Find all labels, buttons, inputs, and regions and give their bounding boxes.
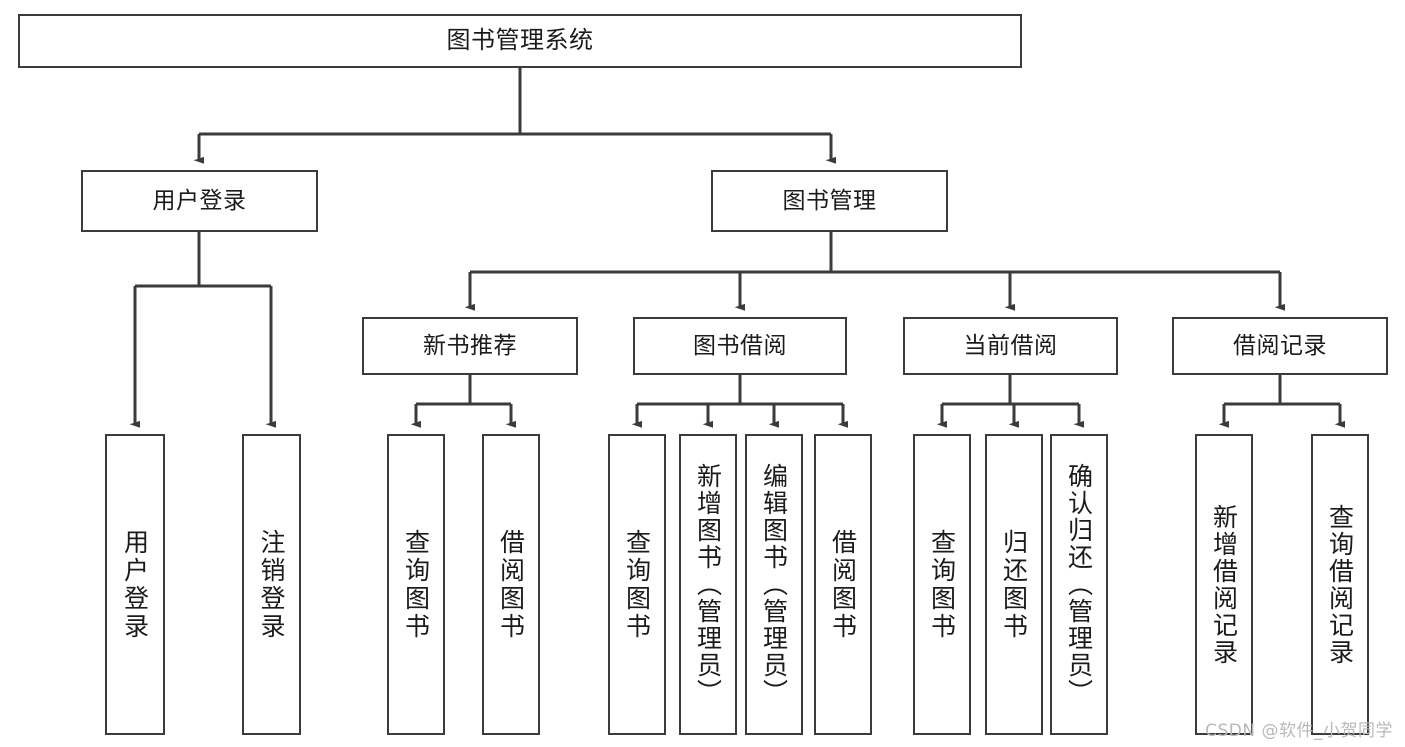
node-leaf-query-book-3[interactable]: 查询图书 [913, 434, 971, 735]
node-label: 编辑图书（管理员） [759, 463, 789, 706]
csdn-watermark: CSDN @软件_小贺同学 [1205, 721, 1393, 741]
node-label: 查询图书 [927, 528, 957, 641]
node-leaf-borrow-book-2[interactable]: 借阅图书 [814, 434, 872, 735]
node-label: 图书借阅 [693, 332, 787, 359]
node-leaf-add-book[interactable]: 新增图书（管理员） [679, 434, 737, 735]
node-label: 当前借阅 [963, 332, 1058, 359]
node-label: 用户登录 [152, 187, 247, 214]
node-label: 新书推荐 [423, 332, 517, 359]
node-user-login[interactable]: 用户登录 [81, 170, 318, 232]
node-label: 图书管理 [782, 187, 877, 214]
node-leaf-confirm-return[interactable]: 确认归还（管理员） [1050, 434, 1108, 735]
node-label: 借阅图书 [496, 528, 526, 641]
node-label: 归还图书 [999, 528, 1029, 641]
node-label: 注销登录 [257, 528, 286, 641]
node-book-manage[interactable]: 图书管理 [711, 170, 948, 232]
node-leaf-edit-book[interactable]: 编辑图书（管理员） [745, 434, 803, 735]
node-new-book-recommend[interactable]: 新书推荐 [362, 317, 578, 375]
node-root-system[interactable]: 图书管理系统 [18, 14, 1022, 68]
node-leaf-add-record[interactable]: 新增借阅记录 [1195, 434, 1253, 735]
node-borrow-record[interactable]: 借阅记录 [1172, 317, 1388, 375]
node-current-borrow[interactable]: 当前借阅 [903, 317, 1118, 375]
node-label: 新增借阅记录 [1209, 503, 1239, 666]
node-label: 查询图书 [622, 528, 652, 641]
node-label: 借阅记录 [1233, 332, 1327, 359]
node-label: 借阅图书 [828, 528, 858, 641]
node-leaf-borrow-book-1[interactable]: 借阅图书 [482, 434, 540, 735]
node-leaf-user-login[interactable]: 用户登录 [105, 434, 165, 735]
node-leaf-query-book-2[interactable]: 查询图书 [608, 434, 666, 735]
node-label: 查询图书 [401, 528, 431, 641]
node-leaf-query-record[interactable]: 查询借阅记录 [1311, 434, 1369, 735]
node-label: 新增图书（管理员） [693, 463, 723, 706]
node-label: 用户登录 [120, 528, 150, 641]
node-label: 图书管理系统 [446, 26, 594, 55]
node-leaf-logout[interactable]: 注销登录 [242, 434, 301, 735]
node-label: 确认归还（管理员） [1064, 463, 1094, 706]
node-book-borrow[interactable]: 图书借阅 [633, 317, 847, 375]
node-label: 查询借阅记录 [1325, 503, 1355, 666]
node-leaf-return-book[interactable]: 归还图书 [985, 434, 1043, 735]
node-leaf-query-book-1[interactable]: 查询图书 [387, 434, 445, 735]
